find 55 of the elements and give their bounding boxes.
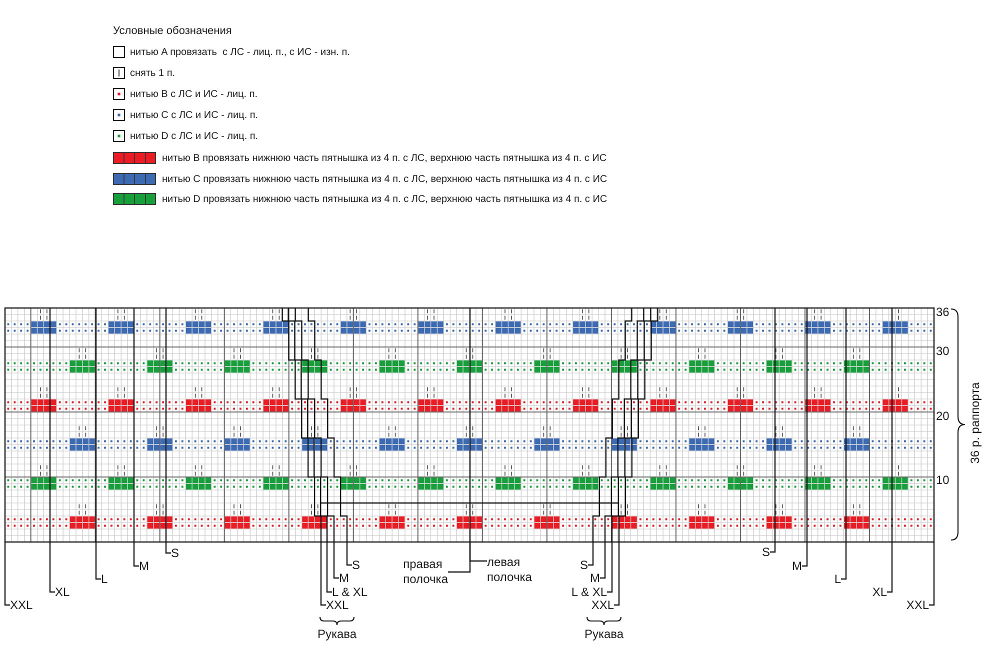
size-label: XL xyxy=(872,585,887,599)
size-label: M xyxy=(792,559,802,573)
leader-line xyxy=(95,542,101,580)
piece-label: левая полочка xyxy=(487,555,532,585)
piece-label: правая полочка xyxy=(403,557,448,587)
size-label: L & XL xyxy=(332,585,368,599)
leader-line xyxy=(326,542,332,593)
size-label: XL xyxy=(55,585,70,599)
leader-line xyxy=(320,542,326,606)
legend-text: снять 1 п. xyxy=(130,66,176,80)
size-label: S xyxy=(352,558,360,572)
leader-line xyxy=(133,542,139,567)
leader-line xyxy=(600,542,606,579)
size-label: S xyxy=(762,545,770,559)
leader-line xyxy=(346,542,352,566)
size-label: XXL xyxy=(10,598,33,612)
leader-line xyxy=(588,542,594,566)
leader-line xyxy=(614,542,620,606)
row-number: 10 xyxy=(936,473,950,487)
legend-text: нитью C провязать нижнюю часть пятнышка из 4 п. с ЛС, верхнюю часть пятнышка из 4 п. с ИС xyxy=(162,172,608,186)
leader-line xyxy=(770,542,776,553)
size-label: XXL xyxy=(906,598,929,612)
size-label: XXL xyxy=(591,598,614,612)
sleeve-caption: Рукава xyxy=(584,627,624,641)
size-label: L xyxy=(101,572,108,586)
legend-text: нитью D провязать нижнюю часть пятнышка из 4 п. с ЛС, верхнюю часть пятнышка из 4 п. с ИС xyxy=(162,192,608,206)
size-label: XXL xyxy=(326,598,349,612)
row-number: 36 xyxy=(936,305,950,319)
size-label: S xyxy=(171,546,180,560)
size-label: M xyxy=(590,571,600,585)
sleeve-caption: Рукава xyxy=(317,627,357,641)
row-number: 30 xyxy=(936,344,950,358)
leader-line xyxy=(887,542,893,593)
legend-text: нитью B провязать нижнюю часть пятнышка из 4 п. с ЛС, верхнюю часть пятнышка из 4 п. с ИС xyxy=(162,152,607,164)
leader-line xyxy=(929,542,935,606)
leader-line xyxy=(333,542,339,579)
legend-title: Условные обозначения xyxy=(113,24,232,38)
size-label: S xyxy=(580,558,588,572)
leader-line xyxy=(802,542,808,567)
leader-line xyxy=(841,542,847,580)
row-number: 20 xyxy=(936,409,950,423)
leader-line xyxy=(4,542,10,606)
repeat-label: 36 р. раппорта xyxy=(968,382,982,464)
size-label: M xyxy=(139,559,149,573)
leader-line xyxy=(607,542,613,593)
size-label: M xyxy=(339,571,349,585)
leader-line xyxy=(49,542,55,593)
leader-line xyxy=(469,542,487,562)
legend-text: нитью D с ЛС и ИС - лиц. п. xyxy=(130,130,258,142)
legend-text: нитью A провязать с ЛС - лиц. п., с ИС - изн. п. xyxy=(130,46,350,58)
legend-text: нитью C с ЛС и ИС - лиц. п. xyxy=(130,108,258,122)
legend-text: нитью B с ЛС и ИС - лиц. п. xyxy=(130,88,258,100)
size-label: L & XL xyxy=(571,585,607,599)
size-label: L xyxy=(834,572,841,586)
leader-line xyxy=(165,542,171,554)
